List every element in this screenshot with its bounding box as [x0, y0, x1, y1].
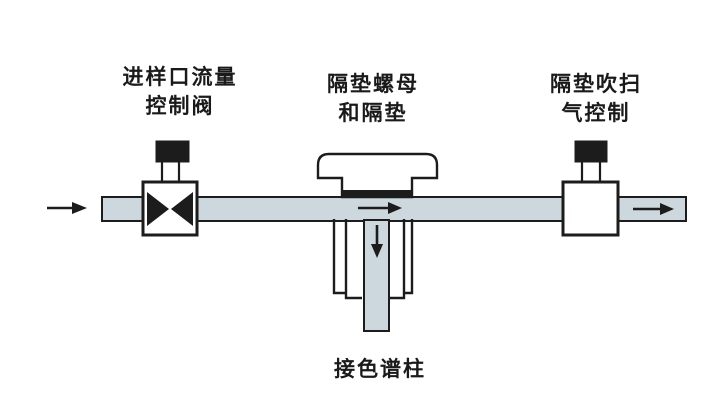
- septum-seal: [343, 190, 411, 197]
- valve-knob: [155, 140, 190, 163]
- label-line: 接色谱柱: [334, 357, 426, 381]
- label-septum-purge-gas-control: 隔垫吹扫 气控制: [506, 70, 686, 128]
- septum-nut-cap: [316, 152, 439, 199]
- septum-nut: [316, 152, 439, 199]
- fitting-wall-outer-right: [404, 219, 414, 295]
- valve-stem: [160, 158, 181, 185]
- purge-control-valve: [561, 140, 620, 237]
- valve-bowtie-right: [171, 192, 193, 226]
- flow-control-valve: [141, 140, 199, 237]
- label-inlet-flow-control-valve: 进样口流量 控制阀: [90, 63, 270, 121]
- label-to-column: 接色谱柱: [290, 355, 470, 384]
- label-line: 控制阀: [145, 94, 215, 118]
- purge-valve-body: [561, 180, 620, 237]
- column-down-arrow-icon: [371, 225, 383, 258]
- label-line: 进样口流量: [122, 65, 238, 89]
- pipe-flow-arrow-icon: [358, 202, 402, 214]
- purge-valve-knob: [574, 140, 608, 163]
- label-line: 隔垫吹扫: [550, 72, 642, 96]
- label-line: 气控制: [561, 101, 631, 125]
- column-fitting: [332, 219, 414, 300]
- fitting-wall-inner-left: [344, 219, 362, 300]
- label-line: 隔垫螺母: [327, 72, 419, 96]
- valve-bowtie-left: [147, 192, 169, 226]
- inlet-arrow-icon: [47, 202, 87, 214]
- fitting-wall-inner-right: [390, 219, 406, 300]
- fitting-wall-outer-left: [332, 219, 346, 295]
- purge-valve-stem: [580, 158, 602, 185]
- label-line: 和隔垫: [338, 101, 408, 125]
- label-septum-nut-and-septum: 隔垫螺母 和隔垫: [283, 70, 463, 128]
- outlet-arrow-icon: [633, 203, 674, 215]
